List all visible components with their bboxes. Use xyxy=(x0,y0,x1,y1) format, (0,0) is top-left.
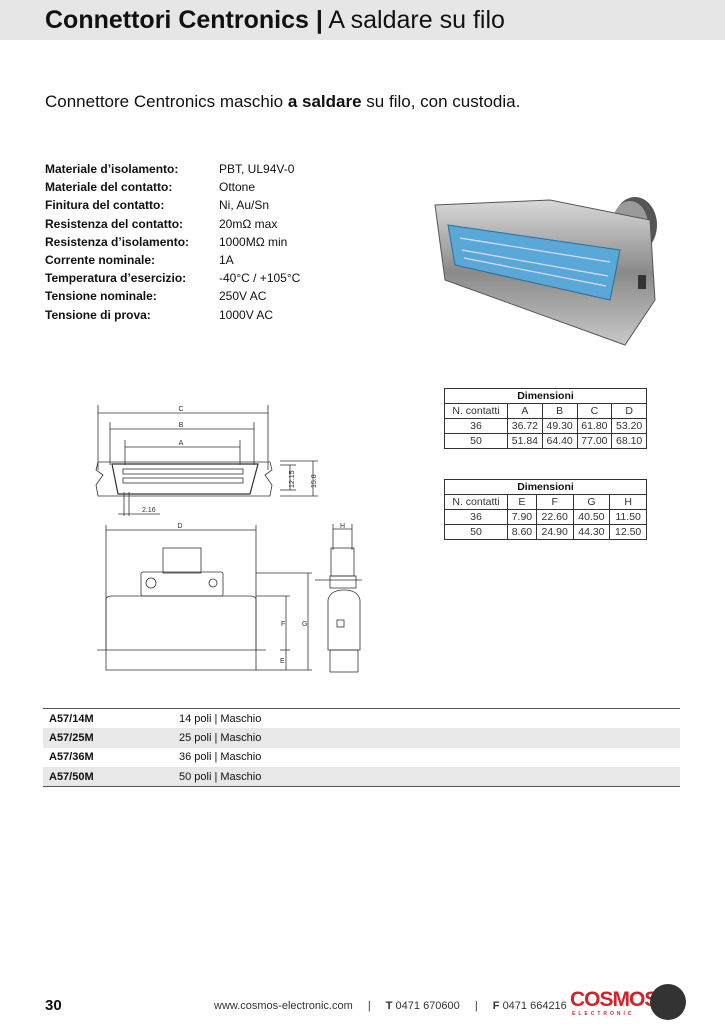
dim-label-g: G xyxy=(302,621,307,628)
product-subtitle: Connettore Centronics maschio a saldare … xyxy=(45,92,521,111)
page-title: Connettori Centronics | A saldare su fil… xyxy=(45,6,505,34)
dim-label-a: A xyxy=(179,440,184,447)
dim-label-e: E xyxy=(280,658,285,665)
product-row: A57/36M 36 poli | Maschio xyxy=(43,748,680,767)
footer-contacts: www.cosmos-electronic.com | T 0471 67060… xyxy=(214,1000,567,1012)
footer-fax: 0471 664216 xyxy=(502,1000,567,1012)
header-bar: Connettori Centronics | A saldare su fil… xyxy=(0,0,725,40)
column-header: G xyxy=(572,494,611,510)
column-header: A xyxy=(507,403,543,419)
spec-key: Tensione nominale: xyxy=(45,289,157,304)
product-code: A57/36M xyxy=(49,751,94,764)
spec-list: Materiale d’isolamento: PBT, UL94V-0 Mate… xyxy=(45,162,300,326)
dim-label-15-8: 15.8 xyxy=(311,474,318,488)
cosmos-logo: COSMOS ELECTRONIC xyxy=(570,984,690,1020)
dim-label-12-15: 12.15 xyxy=(289,470,296,488)
connector-photo xyxy=(434,197,657,346)
product-desc: 14 poli | Maschio xyxy=(179,712,262,725)
spec-value: 1A xyxy=(219,252,234,267)
column-header: N. contatti xyxy=(444,403,508,419)
page-number: 30 xyxy=(45,997,62,1014)
dim-label-f: F xyxy=(281,621,285,628)
product-row: A57/25M 25 poli | Maschio xyxy=(43,728,680,748)
spec-key: Temperatura d’esercizio: xyxy=(45,271,187,286)
dim-label-h: H xyxy=(340,523,345,530)
product-code: A57/50M xyxy=(49,770,94,783)
footer-website[interactable]: www.cosmos-electronic.com xyxy=(214,1000,353,1012)
product-code: A57/14M xyxy=(49,712,94,725)
spec-key: Materiale del contatto: xyxy=(45,180,173,195)
product-desc: 50 poli | Maschio xyxy=(179,770,262,783)
spec-key: Resistenza d’isolamento: xyxy=(45,234,190,249)
spec-value: Ottone xyxy=(219,180,256,195)
dim-label-2-16: 2.16 xyxy=(142,507,156,514)
spec-key: Finitura del contatto: xyxy=(45,198,165,213)
column-header: F xyxy=(535,494,574,510)
product-code-table: A57/14M 14 poli | Maschio A57/25M 25 poli … xyxy=(43,708,680,788)
spec-key: Tensione di prova: xyxy=(45,307,151,322)
spec-value: 20mΩ max xyxy=(219,216,278,231)
dim-label-c: C xyxy=(178,406,183,413)
dim-label-b: B xyxy=(179,422,184,429)
product-desc: 36 poli | Maschio xyxy=(179,751,262,764)
spec-key: Materiale d’isolamento: xyxy=(45,162,179,176)
dim-label-d: D xyxy=(177,523,182,530)
column-header: H xyxy=(609,494,647,510)
table-title: Dimensioni xyxy=(444,388,647,404)
product-row: A57/14M 14 poli | Maschio xyxy=(43,709,680,728)
column-header: C xyxy=(576,403,613,419)
spec-key: Corrente nominale: xyxy=(45,252,156,267)
product-desc: 25 poli | Maschio xyxy=(179,731,262,744)
product-code: A57/25M xyxy=(49,731,94,744)
spec-key: Resistenza del contatto: xyxy=(45,216,184,231)
spec-value: PBT, UL94V-0 xyxy=(219,162,295,176)
column-header: B xyxy=(541,403,578,419)
table-title: Dimensioni xyxy=(444,479,647,495)
spec-value: 1000MΩ min xyxy=(219,234,288,249)
spec-value: 1000V AC xyxy=(219,307,274,322)
logo-badge-icon xyxy=(650,984,686,1020)
column-header: D xyxy=(611,403,647,419)
spec-value: -40°C / +105°C xyxy=(219,271,301,286)
spec-value: Ni, Au/Sn xyxy=(219,198,270,213)
column-header: E xyxy=(507,494,537,510)
product-row: A57/50M 50 poli | Maschio xyxy=(43,766,680,787)
spec-value: 250V AC xyxy=(219,289,267,304)
footer-phone: 0471 670600 xyxy=(395,1000,460,1012)
column-header: N. contatti xyxy=(444,494,508,510)
